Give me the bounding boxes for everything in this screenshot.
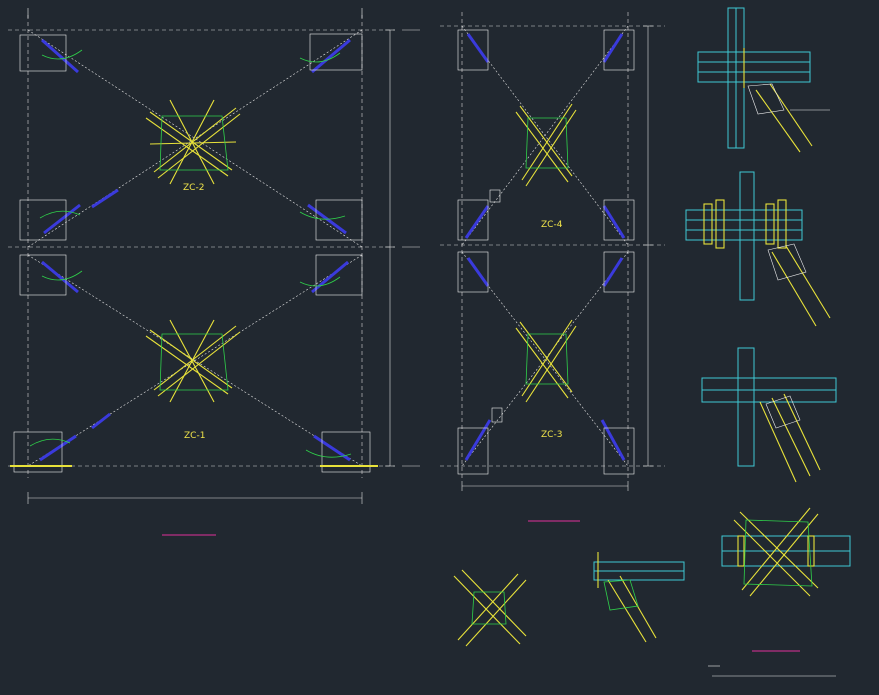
label-zc3: ZC-3: [541, 430, 562, 440]
detail-node-3: [701, 347, 837, 483]
label-zc2: ZC-2: [183, 183, 204, 193]
detail-node-2: [685, 171, 831, 327]
center-joint-zc1: [145, 319, 241, 403]
elevation-zc3-zc4: ZC-4 ZC-3: [440, 12, 665, 522]
center-joint-zc3: [515, 319, 577, 403]
gusset-plates-zc1: [13, 254, 371, 473]
detail-node-1: [697, 7, 830, 153]
detail-node-6: [593, 552, 685, 643]
center-joint-zc4: [515, 103, 577, 187]
detail-node-5: [453, 569, 527, 647]
label-zc1: ZC-1: [184, 431, 205, 441]
center-joint-zc2: [145, 99, 241, 185]
detail-node-4: [721, 507, 851, 652]
label-zc4: ZC-4: [541, 220, 563, 230]
gusset-plates-zc3: [457, 251, 635, 475]
gusset-plates-zc4: [457, 29, 635, 241]
elevation-zc1-zc2: ZC-2 ZC-1: [8, 8, 420, 536]
gusset-plates-zc2: [19, 33, 363, 241]
